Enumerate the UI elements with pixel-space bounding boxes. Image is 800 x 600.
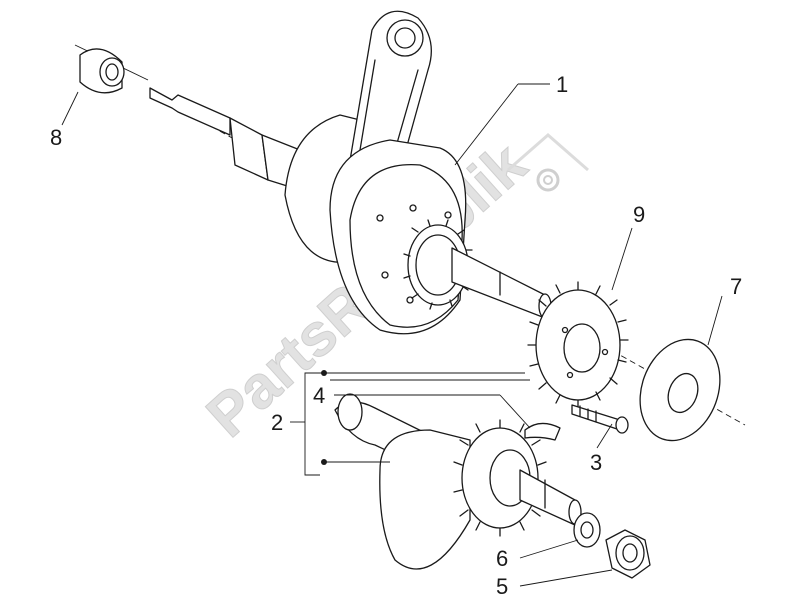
- callout-6: 6: [496, 546, 508, 571]
- leader-lines: [61, 83, 723, 587]
- balance-shaft-gear: [453, 419, 547, 537]
- callout-1: 1: [556, 72, 568, 97]
- part-9-sprocket: [527, 281, 629, 409]
- part-3-screw: [571, 404, 629, 434]
- callout-9: 9: [633, 202, 645, 227]
- callout-7: 7: [730, 274, 742, 299]
- callout-3: 3: [590, 450, 602, 475]
- part-2-balance-shaft: [334, 393, 582, 570]
- part-7-washer: [639, 338, 721, 442]
- part-1-crankshaft: [149, 10, 552, 335]
- watermark-gear-icon: [507, 133, 589, 192]
- part-4-key: [524, 422, 561, 441]
- part-5-nut: [605, 529, 651, 579]
- callout-8: 8: [50, 125, 62, 150]
- callout-4: 4: [313, 383, 325, 408]
- part-6-small-washer: [573, 512, 601, 548]
- callout-5: 5: [496, 574, 508, 599]
- callout-2: 2: [271, 410, 283, 435]
- part-8-bushing: [79, 48, 125, 94]
